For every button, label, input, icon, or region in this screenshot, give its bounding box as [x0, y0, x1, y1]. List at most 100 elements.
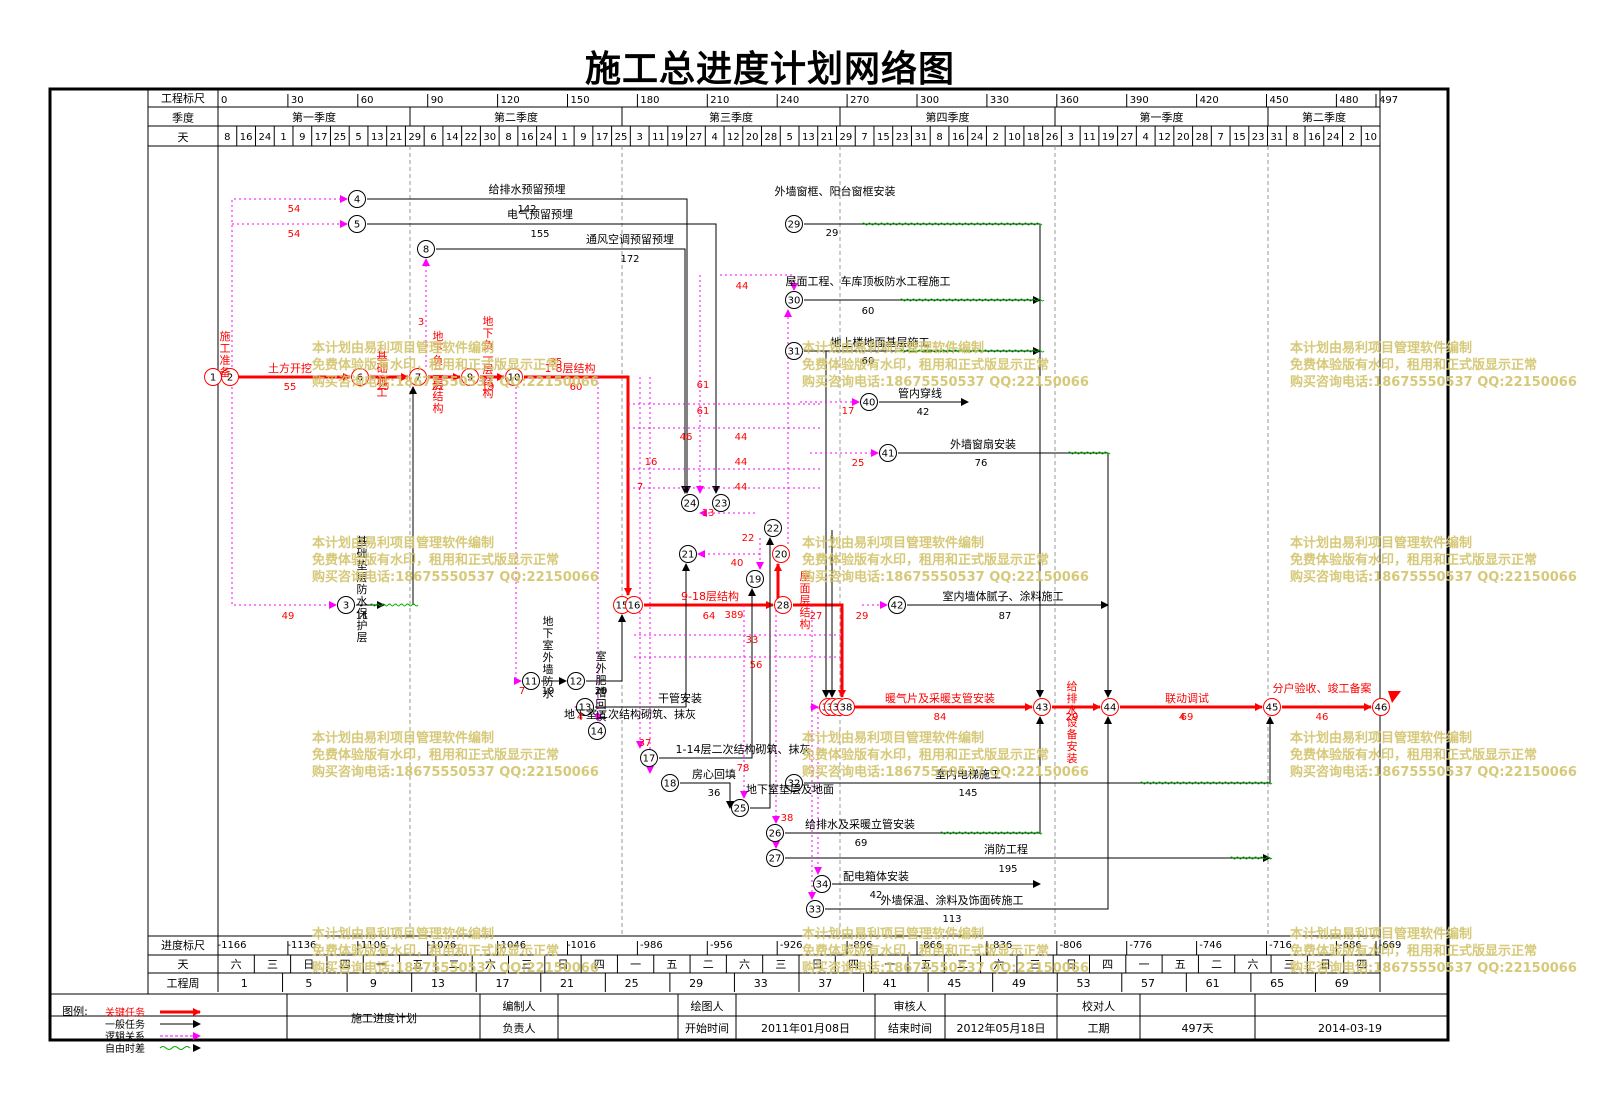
- weekday-label: 三: [521, 958, 532, 971]
- progress-tick-label: -1016: [567, 940, 596, 951]
- task-name: 外墙窗框、阳台窗框安装: [775, 184, 896, 198]
- scale-tick-label: 420: [1200, 95, 1219, 106]
- task-duration: 145: [958, 788, 977, 799]
- node-id: 3: [343, 601, 349, 612]
- node-id: 42: [891, 601, 904, 612]
- day-label: 13: [371, 132, 384, 143]
- weekday-label: 二: [1211, 958, 1222, 971]
- node-circle: [806, 900, 824, 918]
- task-name-char: 层: [357, 571, 368, 584]
- task-name-char: 水: [1067, 704, 1078, 717]
- task-duration: 60: [570, 382, 583, 393]
- watermark-text: 本计划由易利项目管理软件编制: [802, 535, 984, 551]
- day-label: 20: [746, 132, 759, 143]
- day-label: 2: [1349, 132, 1355, 143]
- watermark-text: 购买咨询电话:18675550537 QQ:22150066: [1290, 569, 1577, 585]
- day-label: 23: [1252, 132, 1265, 143]
- task-name: 1-14层二次结构砌筑、抹灰: [676, 742, 811, 756]
- day-label: 2: [993, 132, 999, 143]
- lag-label: 7: [637, 482, 643, 493]
- lag-label: 13: [702, 508, 715, 519]
- task-name-char: 防: [357, 582, 368, 596]
- critical-arrow: [793, 603, 846, 698]
- day-label: 10: [1008, 132, 1021, 143]
- weekday-label: 六: [739, 958, 750, 971]
- node-circle: [785, 774, 803, 792]
- week-label: 5: [305, 977, 312, 990]
- task-name: 暖气片及采暖支管安装: [885, 691, 995, 705]
- weekday-label: 一: [630, 958, 641, 971]
- task-name-char: 护: [357, 618, 368, 632]
- task-name: 干管安装: [658, 691, 702, 705]
- lag-label: 78: [737, 763, 750, 774]
- node-circle: [337, 596, 355, 614]
- node-id: 41: [882, 449, 895, 460]
- task-name-char: 水: [357, 595, 368, 608]
- day-label: 16: [952, 132, 965, 143]
- node-circle: [785, 342, 803, 360]
- task-name-char: 外: [543, 651, 554, 664]
- task-name-char: 下: [483, 327, 494, 340]
- task-duration: 19: [482, 382, 495, 393]
- info-field-label: 负责人: [503, 1021, 536, 1035]
- progress-tick-label: -866: [920, 940, 943, 951]
- watermark-text: 本计划由易利项目管理软件编制: [1290, 535, 1472, 551]
- day-label: 25: [333, 132, 346, 143]
- day-label: 11: [652, 132, 665, 143]
- node-circle: [746, 570, 764, 588]
- task-duration: 55: [284, 382, 297, 393]
- legend-float-swatch: [159, 1046, 191, 1050]
- task-name-char: 备: [220, 365, 231, 379]
- task-name-char: 防: [543, 674, 554, 688]
- weekday-label: 四: [594, 958, 605, 971]
- task-name: 室内电梯施工: [935, 767, 1001, 781]
- node-circle: [567, 672, 585, 690]
- task-arrow: [680, 782, 734, 809]
- footer-row-label: 工程周: [167, 977, 200, 990]
- node-circle: [351, 368, 369, 386]
- quarter-label: 第三季度: [709, 110, 753, 124]
- task-duration: 42: [870, 890, 883, 901]
- free-float-line: [899, 349, 1045, 353]
- scale-tick-label: 120: [501, 95, 520, 106]
- node-id: 11: [525, 677, 538, 688]
- week-label: 61: [1206, 977, 1220, 990]
- task-name-char: 外: [596, 662, 607, 675]
- node-id: 30: [788, 296, 801, 307]
- plan-name: 施工进度计划: [351, 1011, 417, 1025]
- scale-tick-label: 0: [221, 95, 227, 106]
- node-id: 13: [579, 703, 592, 714]
- node-circle: [764, 519, 782, 537]
- finish-flag: [1388, 691, 1401, 703]
- progress-tick-label: -806: [1059, 940, 1082, 951]
- weekday-label: 日: [812, 958, 823, 971]
- weekday-label: 五: [666, 958, 677, 971]
- node-circle: [348, 190, 366, 208]
- node-circle: [860, 393, 878, 411]
- progress-tick-label: -1076: [427, 940, 456, 951]
- task-name-char: 一: [483, 351, 494, 364]
- task-name-char: 室: [596, 649, 607, 663]
- task-name-char: 工: [377, 386, 388, 399]
- task-arrow: [436, 248, 689, 494]
- task-duration: 60: [862, 306, 875, 317]
- watermark-text: 免费体验版有水印，租用和正式版显示正常: [1290, 357, 1537, 373]
- node-circle: [681, 494, 699, 512]
- weekday-label: 四: [1356, 958, 1367, 971]
- lag-label: 35: [550, 357, 563, 368]
- weekday-label: 二: [449, 958, 460, 971]
- watermark-text: 本计划由易利项目管理软件编制: [312, 730, 494, 746]
- task-name-char: 层: [483, 363, 494, 376]
- weekday-label: 三: [775, 958, 786, 971]
- task-name: 配电箱体安装: [843, 869, 909, 883]
- quarter-label: 第二季度: [1302, 110, 1346, 124]
- node-circle: [661, 774, 679, 792]
- watermark-text: 本计划由易利项目管理软件编制: [1290, 926, 1472, 942]
- info-field-value: 2011年01月08日: [761, 1021, 850, 1035]
- day-label: 19: [1102, 132, 1115, 143]
- weekday-label: 六: [231, 958, 242, 971]
- task-duration: 76: [975, 458, 988, 469]
- week-label: 25: [625, 977, 639, 990]
- task-name-char: 备: [1067, 727, 1078, 741]
- day-label: 8: [505, 132, 511, 143]
